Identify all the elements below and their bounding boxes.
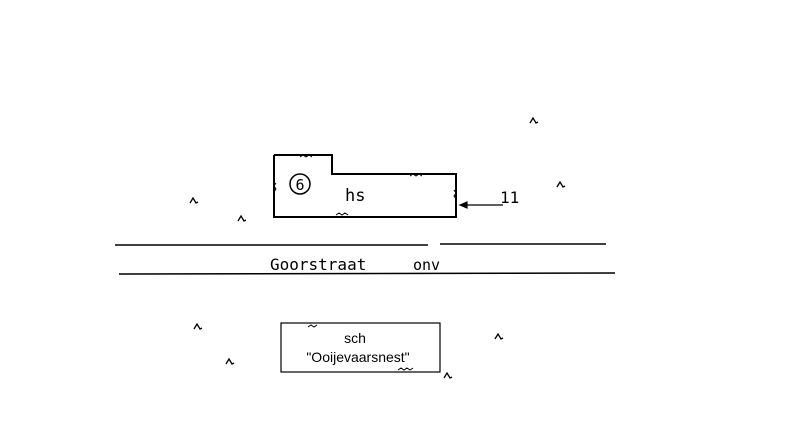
building-number-circle xyxy=(289,173,311,195)
school-name: "Ooijevaarsnest" xyxy=(306,349,409,365)
tree-icon xyxy=(443,371,453,379)
tree-icon xyxy=(225,357,235,365)
street-edges xyxy=(115,243,616,275)
tree-icon xyxy=(529,116,539,124)
house-number-label: 11 xyxy=(500,188,519,207)
street-status: onv xyxy=(413,256,440,274)
tree-icon xyxy=(189,196,199,204)
street-name: Goorstraat xyxy=(270,255,366,274)
hatch-marks xyxy=(273,154,457,371)
tree-icon xyxy=(494,332,504,340)
tree-icon xyxy=(556,180,566,188)
school-type-label: sch xyxy=(344,330,366,346)
tree-icon xyxy=(193,322,203,330)
tree-symbols xyxy=(189,116,566,379)
building-type-label: hs xyxy=(345,186,365,206)
school-outline xyxy=(280,322,441,373)
house-number-arrow xyxy=(458,201,503,209)
building-number: 6 xyxy=(295,176,304,194)
tree-icon xyxy=(237,214,247,222)
building-outline xyxy=(273,154,457,218)
